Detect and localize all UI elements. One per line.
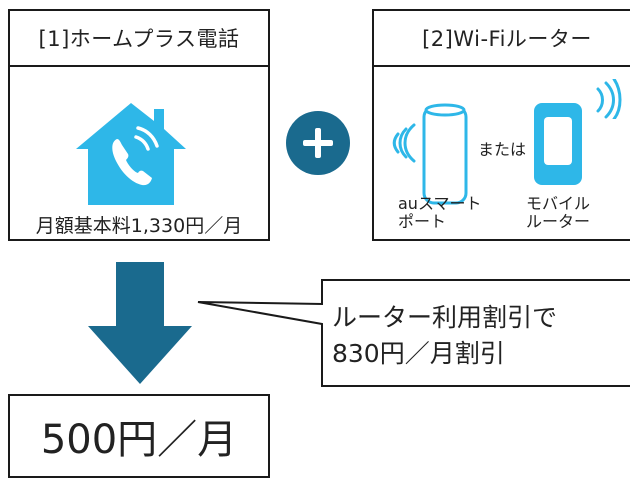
discount-callout-text: ルーター利用割引で 830円／月割引	[332, 300, 557, 372]
plus-icon	[286, 111, 350, 175]
wifi-router-title: [2]Wi-Fiルーター	[374, 11, 630, 67]
result-price-box: 500円／月	[8, 394, 270, 478]
mobile-router-icon	[530, 99, 586, 189]
house-phone-icon	[72, 99, 190, 209]
mobile-router-label: モバイル ルーター	[526, 194, 591, 231]
monthly-base-fee: 月額基本料1,330円／月	[35, 215, 243, 237]
or-label: または	[478, 140, 527, 159]
home-plus-phone-title: [1]ホームプラス電話	[10, 11, 268, 67]
au-smart-port-label: auスマート ポート	[398, 194, 482, 231]
home-plus-phone-panel: [1]ホームプラス電話 月額基本料1,330円／月	[8, 9, 270, 241]
down-arrow-icon	[88, 262, 192, 384]
callout-line-2: 830円／月割引	[332, 339, 505, 368]
wifi-wave-right-icon	[596, 79, 622, 119]
wifi-wave-left-icon	[392, 123, 416, 163]
result-price: 500円／月	[40, 417, 238, 463]
au-smart-port-icon	[420, 101, 470, 207]
callout-line-1: ルーター利用割引で	[332, 303, 558, 332]
discount-callout	[190, 278, 630, 388]
wifi-router-panel: [2]Wi-Fiルーター または auスマート ポート モバイル ルーター	[372, 9, 630, 241]
